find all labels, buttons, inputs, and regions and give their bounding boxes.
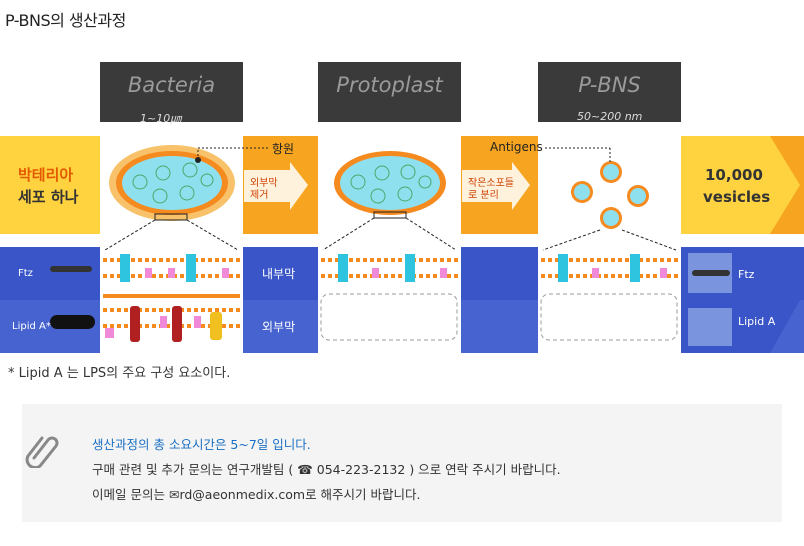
footnote: * Lipid A 는 LPS의 주요 구성 요소이다.: [8, 366, 231, 381]
lipid-blot-left: [50, 315, 95, 329]
ftz-label-left: Ftz: [18, 268, 33, 279]
outer-membrane-label: 외부막: [262, 320, 296, 334]
right-yellow-arrow: [680, 136, 800, 234]
inner-membrane-2: [321, 254, 458, 282]
right-box-line1: 10,000: [705, 166, 763, 184]
antigen-label-kr: 항원: [272, 142, 295, 156]
left-box-line2: 세포 하나: [18, 188, 79, 206]
right-box-line2: vesicles: [703, 188, 771, 206]
arrow2-shape: [462, 162, 530, 210]
left-yellow-box: [0, 136, 100, 234]
antigen-label-en: Antigens: [490, 140, 543, 154]
vesicles: [571, 161, 649, 229]
inner-membrane-label: 내부막: [262, 267, 296, 281]
lipid-label-left: Lipid A*: [12, 321, 51, 332]
lipid-label-right: Lipid A: [738, 315, 776, 328]
email-link[interactable]: rd@aeonmedix.com: [179, 487, 306, 502]
dna-coils: [132, 162, 214, 204]
inner-membrane-3: [541, 254, 678, 282]
stage-header-pbns: P-BNS: [538, 62, 681, 122]
bacteria-cytoplasm: [122, 156, 222, 210]
clip-icon: [25, 436, 59, 468]
lipid-blot-right: [688, 308, 732, 346]
left-box-line1: 박테리아: [18, 166, 74, 184]
info-line3: 이메일 문의는 ✉rd@aeonmedix.com로 해주시기 바랍니다.: [92, 487, 421, 502]
ftz-blot-right: [692, 270, 730, 276]
info-line1: 생산과정의 총 소요시간은 5~7일 입니다.: [92, 437, 311, 452]
mail-icon: ✉: [168, 487, 180, 502]
zoom-box: [154, 213, 188, 221]
info-box: 생산과정의 총 소요시간은 5~7일 입니다. 구매 관련 및 추가 문의는 연…: [22, 404, 782, 522]
ftz-label-right: Ftz: [738, 268, 755, 281]
inner-membrane-1: [103, 254, 240, 282]
phone-number[interactable]: 054-223-2132: [316, 462, 406, 477]
arrow1-shape: [244, 162, 308, 210]
stage-header-bacteria: Bacteria: [100, 62, 243, 122]
page-title: P-BNS의 생산과정: [5, 11, 126, 30]
removed-outer-2: [540, 293, 678, 341]
scale-bacteria: 1~10㎛: [140, 112, 182, 125]
protoplast-cytoplasm: [340, 156, 440, 210]
scale-pbns: 50~200 nm: [577, 110, 643, 123]
stage-header-protoplast: Protoplast: [318, 62, 461, 122]
info-line2: 구매 관련 및 추가 문의는 연구개발팀 ( ☎ 054-223-2132 ) …: [92, 462, 561, 477]
process-diagram: [0, 136, 804, 353]
ftz-blot-left: [50, 266, 92, 272]
removed-outer-1: [320, 293, 458, 341]
phone-icon: ☎: [297, 462, 313, 477]
outer-membrane: [103, 294, 240, 342]
